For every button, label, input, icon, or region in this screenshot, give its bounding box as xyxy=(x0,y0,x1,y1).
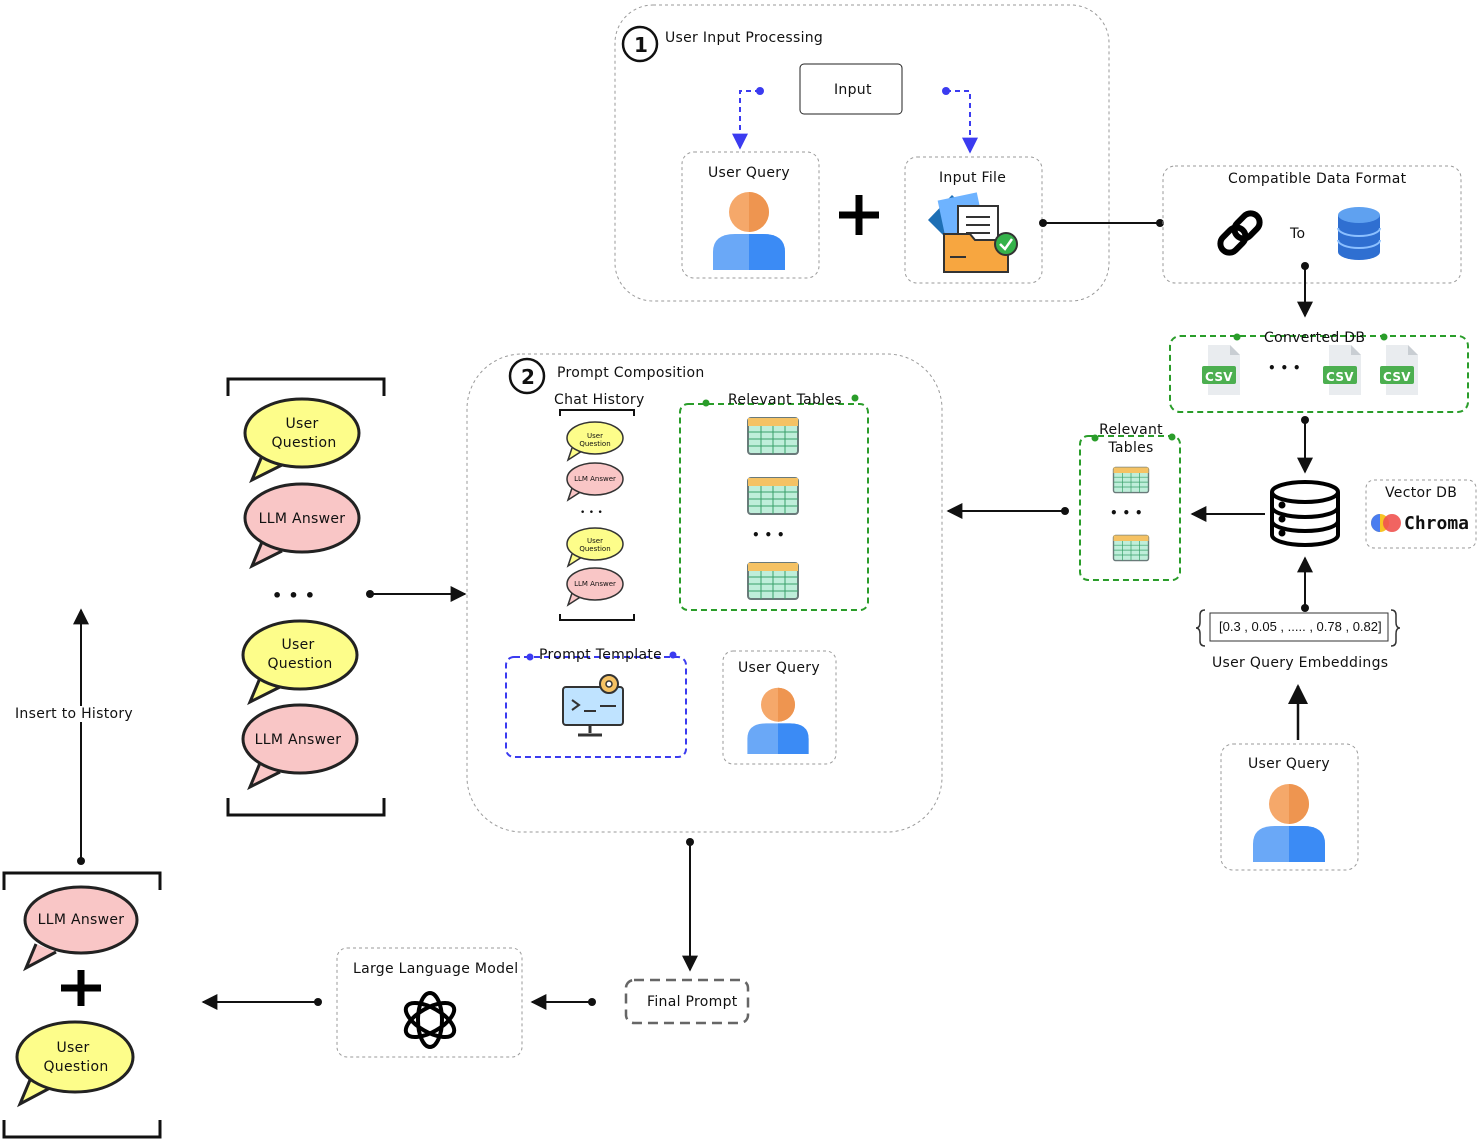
compat-title: Compatible Data Format xyxy=(1228,171,1407,187)
mini-question-2: User Question xyxy=(579,537,611,553)
relevant-right-title-2: Tables xyxy=(1108,440,1154,456)
database-icon xyxy=(1337,207,1381,260)
history-a1: LLM Answer xyxy=(258,511,346,527)
mini-answer-1: LLM Answer xyxy=(574,475,616,483)
blue-arrow-left xyxy=(732,90,760,150)
chat-history-dots: • • • xyxy=(580,508,604,518)
section1-container xyxy=(614,4,1110,302)
prompt-template-card xyxy=(505,656,687,758)
vector-db-stack-icon xyxy=(1270,480,1340,547)
relevant-tables-inner-card xyxy=(679,403,869,611)
embeddings-value: [0.3 , 0.05 , ..... , 0.78 , 0.82] xyxy=(1219,619,1382,634)
relevant-tables-right-card xyxy=(1079,435,1181,581)
output-bubbles xyxy=(15,885,139,1108)
csv-label-3: CSV xyxy=(1383,370,1411,384)
chat-history-title: Chat History xyxy=(554,392,645,408)
section2-number-circle xyxy=(508,357,546,395)
section2-number: 2 xyxy=(521,365,536,389)
insert-to-history-label: Insert to History xyxy=(15,706,134,722)
history-q1-line1: User xyxy=(285,416,319,432)
section2-container xyxy=(466,353,943,833)
plus-icon-top xyxy=(839,195,879,235)
input-label: Input xyxy=(834,82,872,98)
chroma-logo-icon xyxy=(1371,514,1401,532)
person-icon-inner xyxy=(747,687,809,754)
embeddings-box xyxy=(1209,612,1389,642)
plus-icon-bottom xyxy=(61,970,101,1006)
user-query-card-bottom xyxy=(1220,743,1359,871)
final-prompt-box xyxy=(624,978,750,1025)
chat-history-bubbles xyxy=(566,421,624,607)
output-answer: LLM Answer xyxy=(37,912,125,928)
table-icon-2 xyxy=(747,477,799,515)
vector-db-card xyxy=(1365,479,1477,549)
input-file-label: Input File xyxy=(939,170,1007,186)
chat-history-bracket xyxy=(559,409,635,621)
llm-title: Large Language Model xyxy=(353,961,519,977)
final-prompt-label: Final Prompt xyxy=(647,994,738,1010)
history-q2-line2: Question xyxy=(267,656,333,672)
history-bubbles xyxy=(241,397,361,791)
history-a2: LLM Answer xyxy=(254,732,342,748)
output-bracket xyxy=(2,871,162,1139)
embeddings-label: User Query Embeddings xyxy=(1212,655,1389,671)
history-dots: • • • xyxy=(272,586,316,605)
prompt-template-monitor-icon xyxy=(562,674,624,737)
llm-card xyxy=(336,947,523,1058)
section1-title: User Input Processing xyxy=(665,30,824,46)
user-query-card-top xyxy=(681,151,820,279)
mini-question-1: User Question xyxy=(579,432,611,448)
output-q-line1: User xyxy=(56,1040,90,1056)
prompt-template-title: Prompt Template xyxy=(539,647,663,663)
folder-file-icon xyxy=(928,192,1018,273)
compat-to-label: To xyxy=(1290,226,1306,242)
chroma-brand: Chroma xyxy=(1404,513,1470,534)
vector-db-title: Vector DB xyxy=(1385,485,1458,501)
user-query-label-top: User Query xyxy=(708,165,790,181)
section1-number: 1 xyxy=(634,33,649,57)
user-query-label-bottom: User Query xyxy=(1248,756,1330,772)
converted-db-title: Converted DB xyxy=(1264,330,1366,346)
output-q-line2: Question xyxy=(43,1059,109,1075)
embeddings-brace-left xyxy=(1195,609,1206,647)
person-icon-bottom xyxy=(1253,784,1325,862)
embeddings-brace-right xyxy=(1390,609,1401,647)
blue-arrow-right xyxy=(946,90,978,154)
converted-dots: • • • xyxy=(1268,361,1301,375)
table-icon-r1 xyxy=(1112,466,1150,494)
history-bracket xyxy=(226,377,386,817)
user-query-label-inner: User Query xyxy=(738,660,820,676)
table-icon-3 xyxy=(747,562,799,600)
compat-card xyxy=(1162,165,1462,284)
person-icon-top xyxy=(713,192,785,270)
table-icon-r2 xyxy=(1112,534,1150,562)
table-icon-1 xyxy=(747,417,799,455)
section1-number-circle xyxy=(621,25,659,63)
section2-title: Prompt Composition xyxy=(557,365,705,381)
relevant-tables-inner-title: Relevant Tables xyxy=(728,392,842,408)
input-box xyxy=(799,63,903,115)
history-q2-line1: User xyxy=(281,637,315,653)
mini-answer-2: LLM Answer xyxy=(574,580,616,588)
history-q1-line2: Question xyxy=(271,435,337,451)
relevant-right-title-1: Relevant xyxy=(1099,422,1163,438)
csv-label-2: CSV xyxy=(1326,370,1354,384)
link-icon xyxy=(1217,210,1263,256)
relevant-right-dots: • • • xyxy=(1110,506,1143,520)
csv-label-1: CSV xyxy=(1205,370,1233,384)
openai-logo-icon xyxy=(403,991,457,1049)
converted-db-card xyxy=(1169,335,1469,413)
relevant-tables-inner-dots: • • • xyxy=(752,528,785,542)
user-query-card-inner xyxy=(722,650,837,765)
